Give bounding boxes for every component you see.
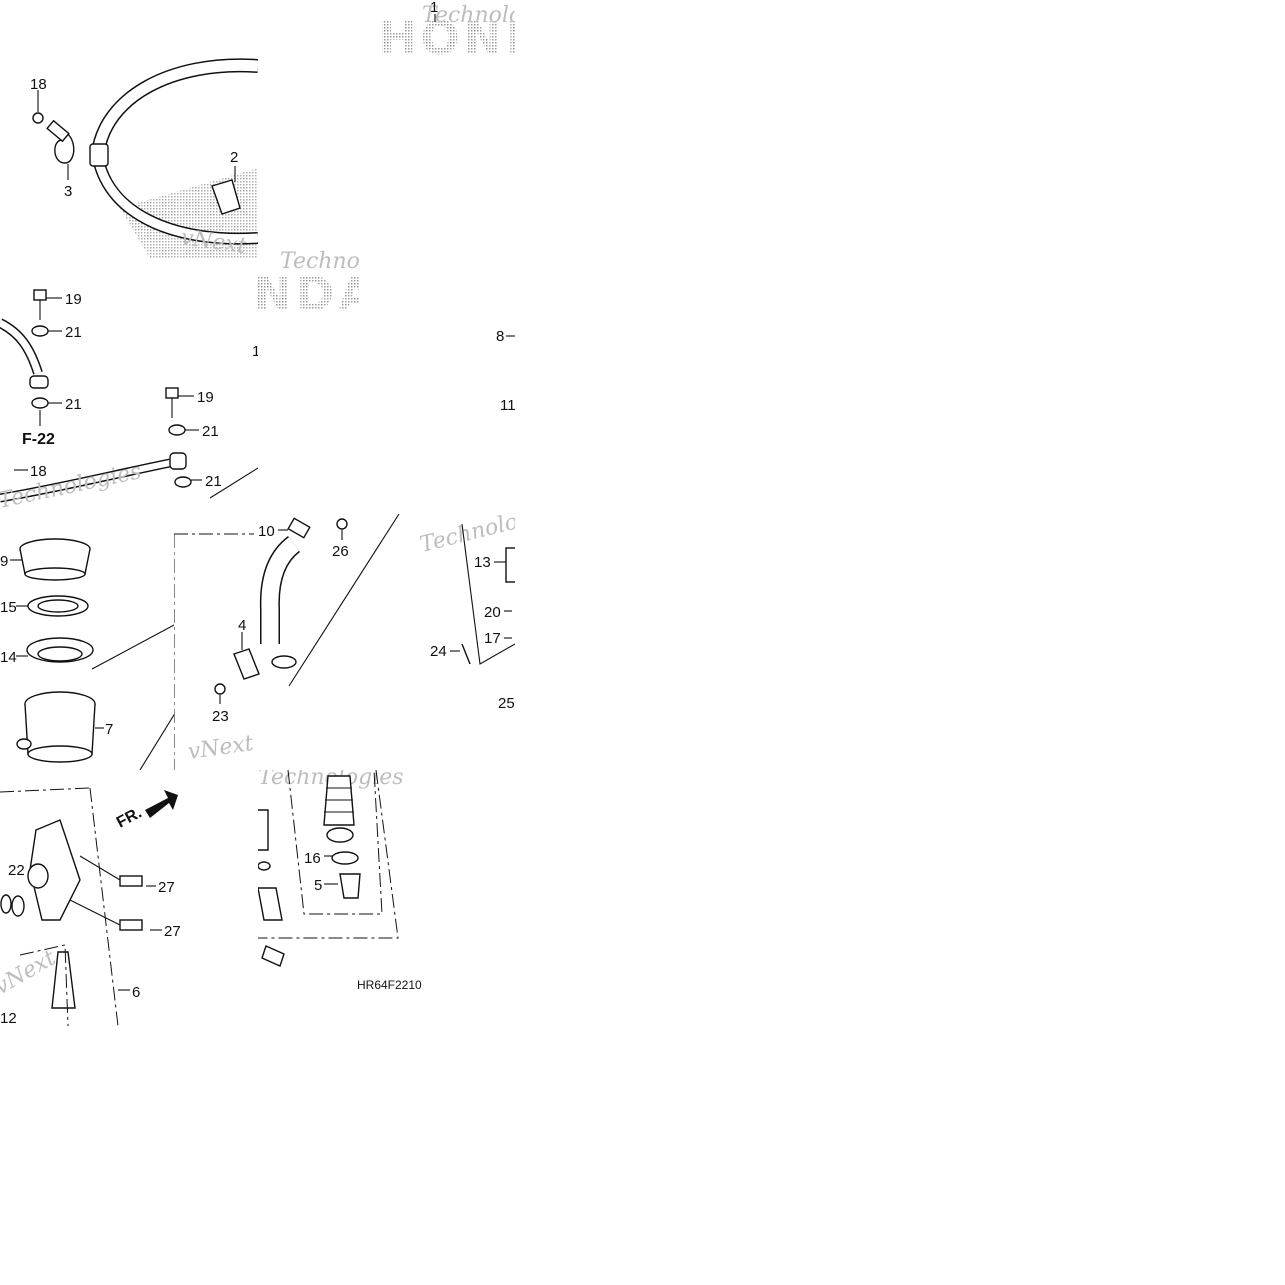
tile-upper-hose-drawing: 18 3 2 vNext	[30, 58, 258, 258]
watermark-text: vNext	[0, 945, 60, 1000]
clevis-pin	[505, 547, 515, 583]
tile-master-cylinder: FR. 22 27 27 6 12 vNext	[0, 770, 258, 1026]
callout-4: 4	[238, 617, 246, 634]
callout-3: 3	[64, 183, 72, 200]
callout-8: 8	[496, 328, 504, 345]
tile-master-cylinder-drawing: FR. 22 27 27 6 12 vNext	[0, 787, 181, 1026]
callout-19b: 19	[197, 389, 214, 406]
hose-joint	[233, 648, 260, 680]
hose-bracket	[211, 179, 241, 215]
tile-joint-drawing: 10 26 4 23 vNext	[174, 514, 400, 770]
callout-11: 11	[500, 397, 515, 414]
watermark-text: Technologies	[422, 3, 515, 28]
tile-right-labels: 8 11	[490, 320, 515, 420]
frame-reference: F-22	[22, 431, 55, 448]
callout-23: 23	[212, 708, 229, 725]
bolt	[32, 112, 44, 124]
spring	[51, 951, 76, 1009]
tile-banjo-drawing: 19 21 21 F-22 19 21 21 18	[0, 289, 258, 514]
callout-27: 27	[158, 879, 175, 896]
tile-push-rod: Technologies 16 5	[258, 770, 418, 970]
banjo-bolt	[33, 289, 47, 301]
front-arrow-icon	[145, 790, 178, 818]
callout-26: 26	[332, 543, 349, 560]
callout-9: 9	[0, 553, 8, 570]
sealing-washer	[31, 397, 49, 409]
callout-17: 17	[484, 630, 501, 647]
hose-clip	[287, 517, 311, 539]
callout-21d: 21	[205, 473, 222, 490]
tile-right-labels-drawing: 8 11	[496, 328, 515, 414]
callout-13: 13	[474, 554, 491, 571]
tile-code: HR64F2210	[350, 975, 430, 995]
tile-top-right: HONDA Technologies 1	[378, 0, 515, 58]
watermark-text: Technologies	[420, 514, 515, 558]
callout-18: 18	[30, 76, 47, 93]
tile-watermark-mid: Technologies HONDA	[258, 250, 360, 312]
banjo-bolt	[165, 387, 179, 399]
hose-fitting	[89, 143, 109, 167]
tile-pin: Technologies 13 20 17 24 25	[420, 514, 515, 714]
callout-2: 2	[230, 149, 238, 166]
tile-upper-hose: 18 3 2 vNext	[0, 58, 258, 258]
bushing	[339, 873, 361, 899]
callout-19: 19	[65, 291, 82, 308]
watermark-brand: HONDA	[378, 11, 515, 58]
callout-25: 25	[498, 695, 515, 712]
callout-1b: 1	[252, 343, 258, 360]
callout-14: 14	[0, 649, 17, 666]
tile-push-rod-drawing: Technologies 16 5	[258, 770, 404, 967]
callout-21c: 21	[202, 423, 219, 440]
tile-top-right-drawing: HONDA Technologies 1	[378, 0, 515, 58]
watermark-text: Technologies	[0, 459, 144, 514]
bolt	[119, 875, 143, 887]
diagram-code: HR64F2210	[357, 978, 422, 992]
clevis	[258, 887, 283, 921]
callout-7: 7	[105, 721, 113, 738]
callout-24: 24	[430, 643, 447, 660]
callout-6: 6	[132, 984, 140, 1001]
sealing-washer	[31, 325, 49, 337]
tile-banjo: 19 21 21 F-22 19 21 21 18	[0, 258, 258, 514]
watermark-text: vNext	[186, 731, 255, 765]
watermark-text: Technologies	[280, 250, 360, 274]
callout-18b: 18	[30, 463, 47, 480]
tile-joint: 10 26 4 23 vNext	[174, 514, 404, 770]
front-arrow-label: FR.	[114, 804, 145, 831]
tile-code-drawing: HR64F2210	[357, 978, 422, 992]
tile-watermark-mid-drawing: Technologies HONDA	[258, 250, 360, 312]
callout-22: 22	[8, 862, 25, 879]
callout-5: 5	[314, 877, 322, 894]
callout-15: 15	[0, 599, 17, 616]
watermark-brand: HONDA	[258, 267, 360, 312]
hose-clamp	[54, 129, 75, 164]
callout-1: 1	[430, 0, 438, 16]
callout-10: 10	[258, 523, 275, 540]
callout-21b: 21	[65, 396, 82, 413]
callout-21: 21	[65, 324, 82, 341]
tile-pin-drawing: Technologies 13 20 17 24 25	[420, 514, 515, 712]
callout-16: 16	[304, 850, 321, 867]
callout-27b: 27	[164, 923, 181, 940]
callout-20: 20	[484, 604, 501, 621]
seal	[331, 851, 359, 865]
callout-12: 12	[0, 1010, 17, 1026]
cotter-pin	[461, 643, 471, 665]
